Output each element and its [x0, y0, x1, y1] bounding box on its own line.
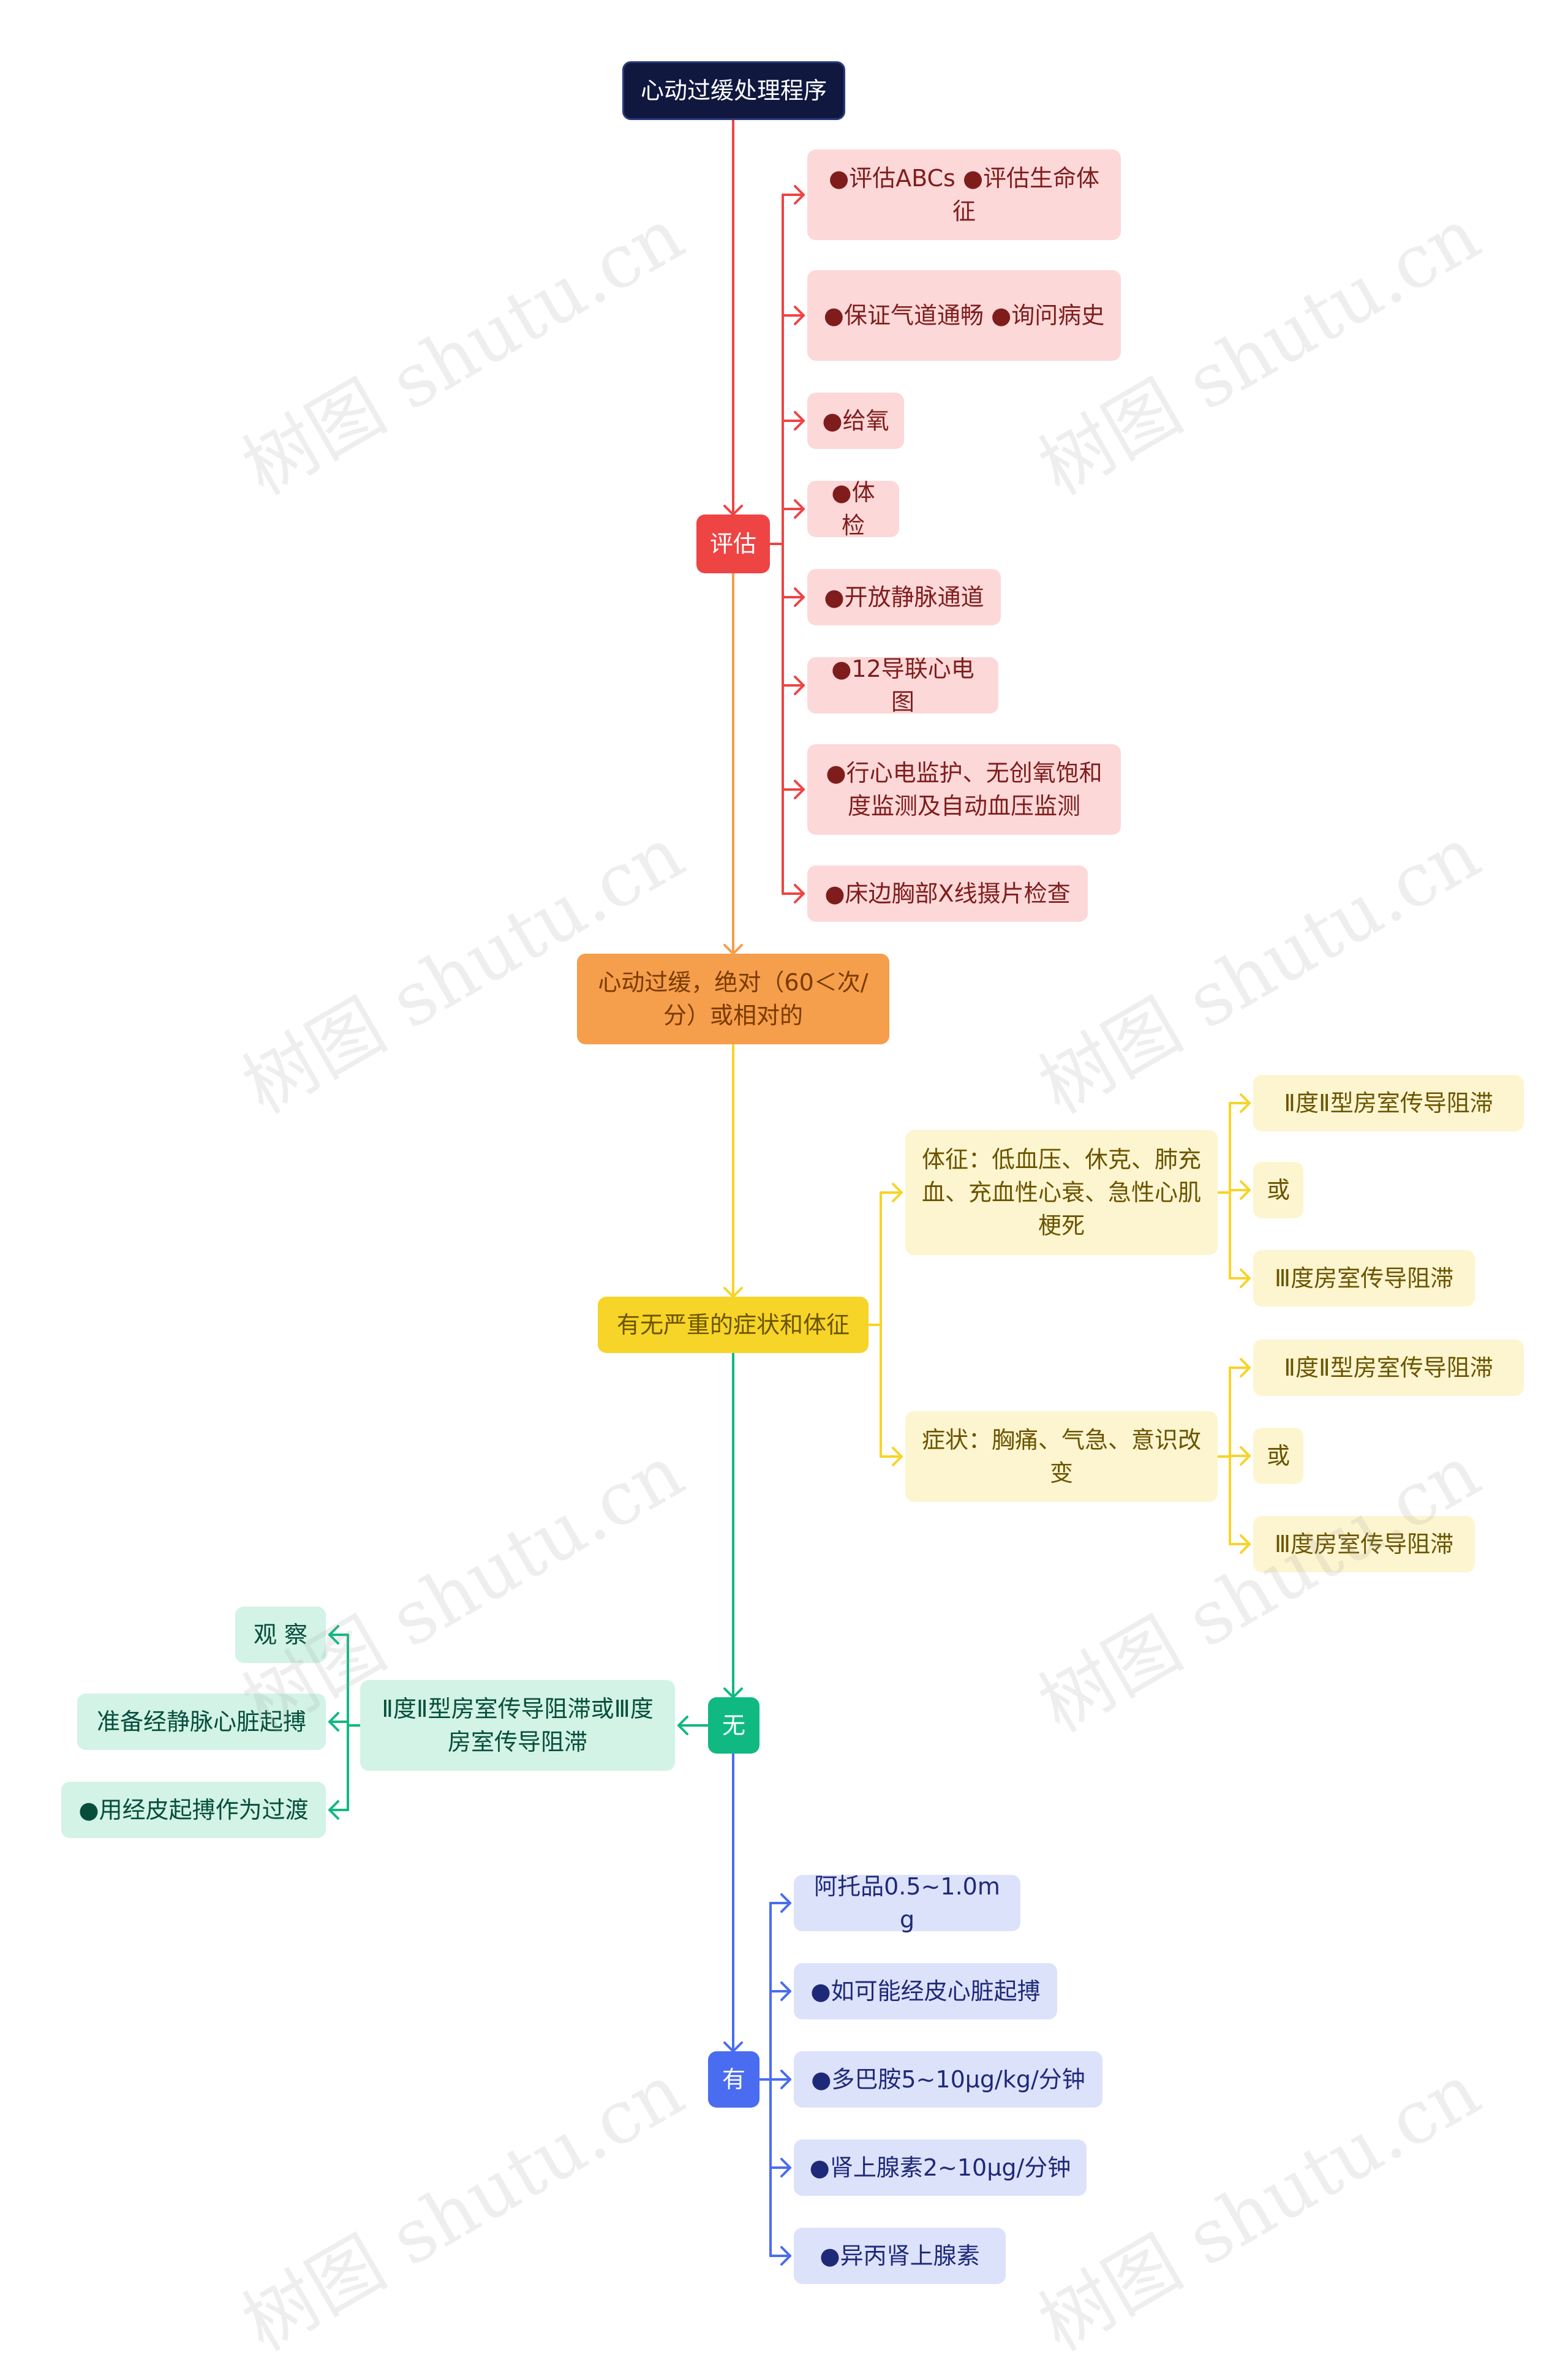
- arrow-head-icon: [328, 1712, 339, 1732]
- epinephrine-node[interactable]: ●肾上腺素2~10μg/分钟: [794, 2139, 1087, 2196]
- assess-item-monitor[interactable]: ●行心电监护、无创氧饱和度监测及自动血压监测: [807, 744, 1121, 835]
- dopamine-node[interactable]: ●多巴胺5~10μg/kg/分钟: [794, 2051, 1102, 2108]
- assess-item-ecg-label: ●12导联心电图: [831, 655, 974, 715]
- arrow-head-icon: [780, 2158, 791, 2177]
- signs-item-type3[interactable]: Ⅲ度房室传导阻滞: [1253, 1250, 1475, 1306]
- assess-node-label: 评估: [710, 530, 757, 557]
- assess-item-iv-label: ●开放静脉通道: [824, 584, 984, 611]
- symptoms-node-label: 症状：胸痛、气急、意识改变: [921, 1427, 1201, 1487]
- signs-node[interactable]: 体征：低血压、休克、肺充血、充血性心衰、急性心肌梗死: [905, 1130, 1218, 1255]
- observe-node-label: 观 察: [253, 1621, 308, 1648]
- isoproterenol-node[interactable]: ●异丙肾上腺素: [794, 2228, 1006, 2284]
- arrow-head-icon: [1240, 1534, 1251, 1554]
- symptoms-item-type3[interactable]: Ⅲ度房室传导阻滞: [1253, 1516, 1475, 1572]
- assess-item-oxygen-label: ●给氧: [822, 407, 889, 434]
- assess-item-abcs-label: ●评估ABCs ●评估生命体征: [828, 165, 1100, 225]
- symptoms-item-type2-label: Ⅱ度Ⅱ型房室传导阻滞: [1284, 1354, 1493, 1381]
- signs-item-type3-label: Ⅲ度房室传导阻滞: [1274, 1265, 1454, 1292]
- arrow-head-icon: [794, 676, 805, 695]
- signs-item-type2-label: Ⅱ度Ⅱ型房室传导阻滞: [1284, 1090, 1493, 1117]
- bradycardia-node-label: 心动过缓，绝对（60＜次/分）或相对的: [598, 969, 869, 1029]
- root-node-label: 心动过缓处理程序: [640, 77, 827, 104]
- transcutaneous-bridge-node[interactable]: ●用经皮起搏作为过渡: [61, 1782, 326, 1838]
- connector-lines: [328, 119, 1251, 2266]
- symptoms-item-type3-label: Ⅲ度房室传导阻滞: [1274, 1531, 1454, 1558]
- severe-symptoms-node[interactable]: 有无严重的症状和体征: [598, 1297, 869, 1353]
- symptoms-item-or[interactable]: 或: [1253, 1428, 1303, 1484]
- arrow-head-icon: [794, 780, 805, 799]
- yes-node[interactable]: 有: [708, 2051, 760, 2108]
- arrow-head-icon: [780, 2246, 791, 2266]
- assess-item-ecg[interactable]: ●12导联心电图: [807, 655, 998, 715]
- arrow-head-icon: [1240, 1358, 1251, 1378]
- arrow-head-icon: [794, 411, 805, 431]
- symptoms-item-type2[interactable]: Ⅱ度Ⅱ型房室传导阻滞: [1253, 1340, 1524, 1396]
- av-block-node[interactable]: Ⅱ度Ⅱ型房室传导阻滞或Ⅲ度房室传导阻滞: [360, 1680, 675, 1771]
- atropine-node[interactable]: 阿托品0.5~1.0mg: [794, 1873, 1020, 1933]
- av-block-node-label: Ⅱ度Ⅱ型房室传导阻滞或Ⅲ度房室传导阻滞: [382, 1695, 654, 1755]
- signs-item-or-label: 或: [1267, 1177, 1291, 1204]
- arrow-head-icon: [794, 185, 805, 205]
- assess-item-exam[interactable]: ●体检: [807, 479, 899, 539]
- dopamine-node-label: ●多巴胺5~10μg/kg/分钟: [811, 2066, 1085, 2093]
- arrow-head-icon: [328, 1625, 339, 1645]
- arrow-head-icon: [677, 1716, 688, 1735]
- assess-item-airway-label: ●保证气道通畅 ●询问病史: [823, 302, 1105, 329]
- signs-node-label: 体征：低血压、休克、肺充血、充血性心衰、急性心肌梗死: [921, 1146, 1201, 1239]
- assess-node[interactable]: 评估: [696, 515, 770, 573]
- assess-item-monitor-label: ●行心电监护、无创氧饱和度监测及自动血压监测: [826, 760, 1102, 820]
- atropine-node-label: 阿托品0.5~1.0mg: [814, 1873, 1000, 1933]
- assess-item-exam-label: ●体检: [831, 479, 875, 539]
- root-node[interactable]: 心动过缓处理程序: [622, 61, 845, 120]
- transcutaneous-pacing-node-label: ●如可能经皮心脏起搏: [810, 1978, 1041, 2005]
- arrow-head-icon: [1240, 1268, 1251, 1288]
- assess-item-xray-label: ●床边胸部X线摄片检查: [824, 880, 1071, 907]
- no-node[interactable]: 无: [708, 1697, 760, 1754]
- arrow-head-icon: [780, 1981, 791, 2001]
- transvenous-pacing-node-label: 准备经静脉心脏起搏: [96, 1708, 306, 1735]
- assess-item-airway[interactable]: ●保证气道通畅 ●询问病史: [807, 270, 1121, 361]
- observe-node[interactable]: 观 察: [235, 1607, 326, 1663]
- arrow-head-icon: [794, 499, 805, 519]
- arrow-head-icon: [794, 884, 805, 903]
- arrow-head-icon: [892, 1183, 903, 1202]
- arrow-head-icon: [794, 306, 805, 325]
- arrow-head-icon: [794, 587, 805, 607]
- epinephrine-node-label: ●肾上腺素2~10μg/分钟: [809, 2154, 1071, 2181]
- symptoms-item-or-label: 或: [1267, 1442, 1291, 1469]
- assess-item-xray[interactable]: ●床边胸部X线摄片检查: [807, 865, 1088, 922]
- arrow-head-icon: [780, 2070, 791, 2089]
- transcutaneous-bridge-node-label: ●用经皮起搏作为过渡: [78, 1796, 309, 1823]
- yes-node-label: 有: [722, 2066, 745, 2093]
- isoproterenol-node-label: ●异丙肾上腺素: [820, 2242, 980, 2269]
- severe-symptoms-node-label: 有无严重的症状和体征: [616, 1311, 850, 1338]
- signs-item-type2[interactable]: Ⅱ度Ⅱ型房室传导阻滞: [1253, 1075, 1524, 1131]
- signs-item-or[interactable]: 或: [1253, 1162, 1303, 1218]
- transcutaneous-pacing-node[interactable]: ●如可能经皮心脏起搏: [794, 1963, 1057, 2019]
- assess-item-iv[interactable]: ●开放静脉通道: [807, 569, 1001, 625]
- arrow-head-icon: [1240, 1446, 1251, 1466]
- assess-item-abcs[interactable]: ●评估ABCs ●评估生命体征: [807, 149, 1121, 240]
- bradycardia-node[interactable]: 心动过缓，绝对（60＜次/分）或相对的: [577, 954, 889, 1044]
- transvenous-pacing-node[interactable]: 准备经静脉心脏起搏: [77, 1694, 326, 1750]
- arrow-head-icon: [1240, 1180, 1251, 1200]
- symptoms-node[interactable]: 症状：胸痛、气急、意识改变: [905, 1411, 1218, 1502]
- arrow-head-icon: [1240, 1093, 1251, 1113]
- arrow-head-icon: [892, 1447, 903, 1466]
- arrow-head-icon: [780, 1893, 791, 1913]
- assess-item-oxygen[interactable]: ●给氧: [807, 393, 904, 449]
- arrow-head-icon: [328, 1800, 339, 1820]
- no-node-label: 无: [722, 1712, 745, 1739]
